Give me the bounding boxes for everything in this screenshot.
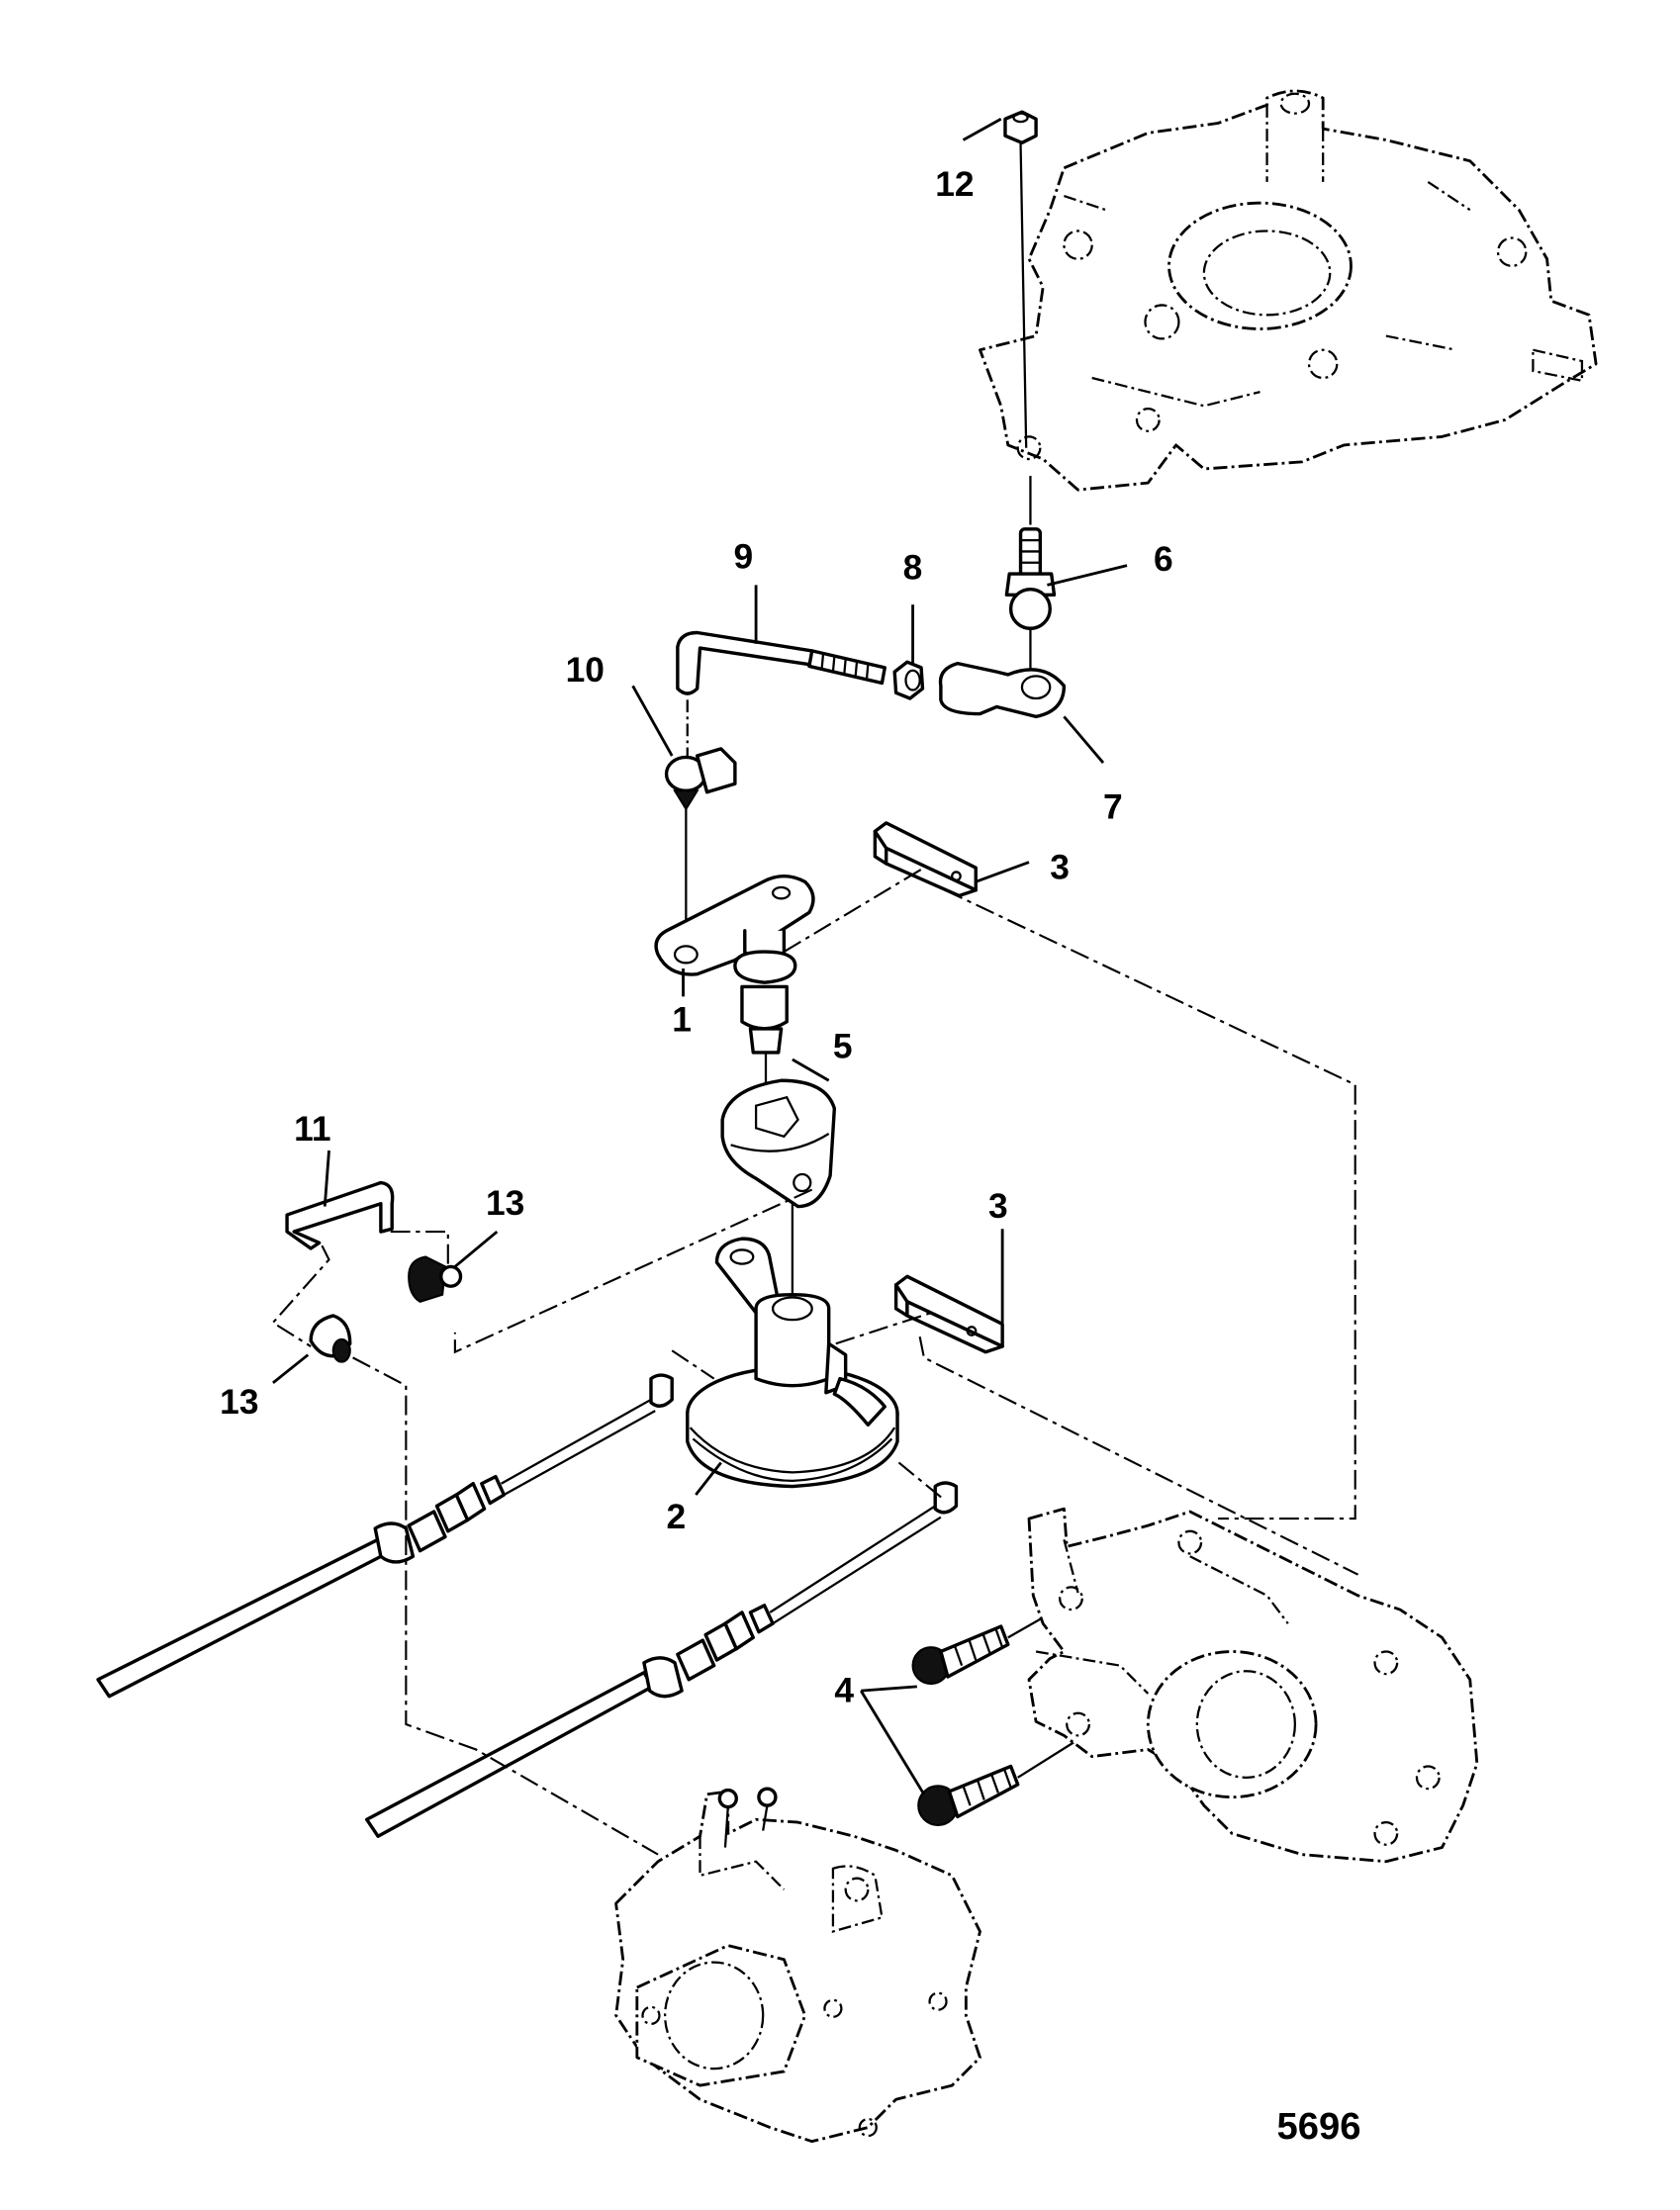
callout-8: 8 [903, 549, 923, 588]
intake-manifold [1027, 1507, 1479, 1864]
callout-12: 11 [294, 1110, 330, 1149]
part-5-cam-spacer [720, 1078, 837, 1209]
callout-2: 2 [667, 1498, 687, 1536]
carburetor [614, 1787, 981, 2144]
callout-13-upper: 13 [486, 1184, 524, 1223]
part-11-swivel [664, 747, 737, 811]
callout-3-lower: 3 [988, 1187, 1008, 1226]
part-6-ball-stud [1004, 527, 1057, 630]
callout-4: 4 [834, 1671, 854, 1709]
part-12-hook-rod [285, 1180, 395, 1250]
phantom-connection-lines [271, 867, 1359, 1856]
callout-6: 6 [1154, 540, 1173, 579]
part-4-screw-lower [917, 1764, 1020, 1826]
part-10-link-rod [676, 630, 887, 695]
callout-7: 7 [1103, 788, 1123, 827]
leader-lines [272, 118, 1128, 1796]
callout-10: 9 [733, 537, 753, 576]
part-1-throttle-lever [654, 874, 815, 1055]
assembly-line-9 [1019, 142, 1028, 448]
part-9-nut [1003, 110, 1038, 145]
callout-labels: 12 6 9 8 7 10 3 1 5 11 13 3 13 2 4 [220, 165, 1172, 1709]
part-7-link-socket [938, 661, 1067, 719]
callout-3-upper: 3 [1050, 849, 1070, 887]
part-3-bracket-upper [873, 821, 978, 898]
callout-9: 12 [935, 165, 974, 204]
part-13-swivel-lower [309, 1314, 352, 1363]
throttle-cable-lower [365, 1481, 959, 1838]
callout-5: 5 [833, 1028, 853, 1066]
part-4-screw-upper [911, 1624, 1010, 1686]
part-13-swivel-upper [408, 1255, 463, 1303]
throttle-cable-upper [96, 1373, 674, 1699]
callout-13-lower: 13 [220, 1383, 258, 1422]
figure-number: 5696 [1276, 2105, 1360, 2148]
stator-mounting-plate [979, 89, 1598, 492]
callout-11: 10 [566, 651, 605, 690]
assembly-line-4b [1017, 1738, 1079, 1779]
callout-1: 1 [672, 1001, 692, 1040]
part-8-nut [892, 660, 925, 700]
part-2-throttle-cam [686, 1237, 899, 1489]
part-3-bracket-lower [893, 1274, 1004, 1354]
